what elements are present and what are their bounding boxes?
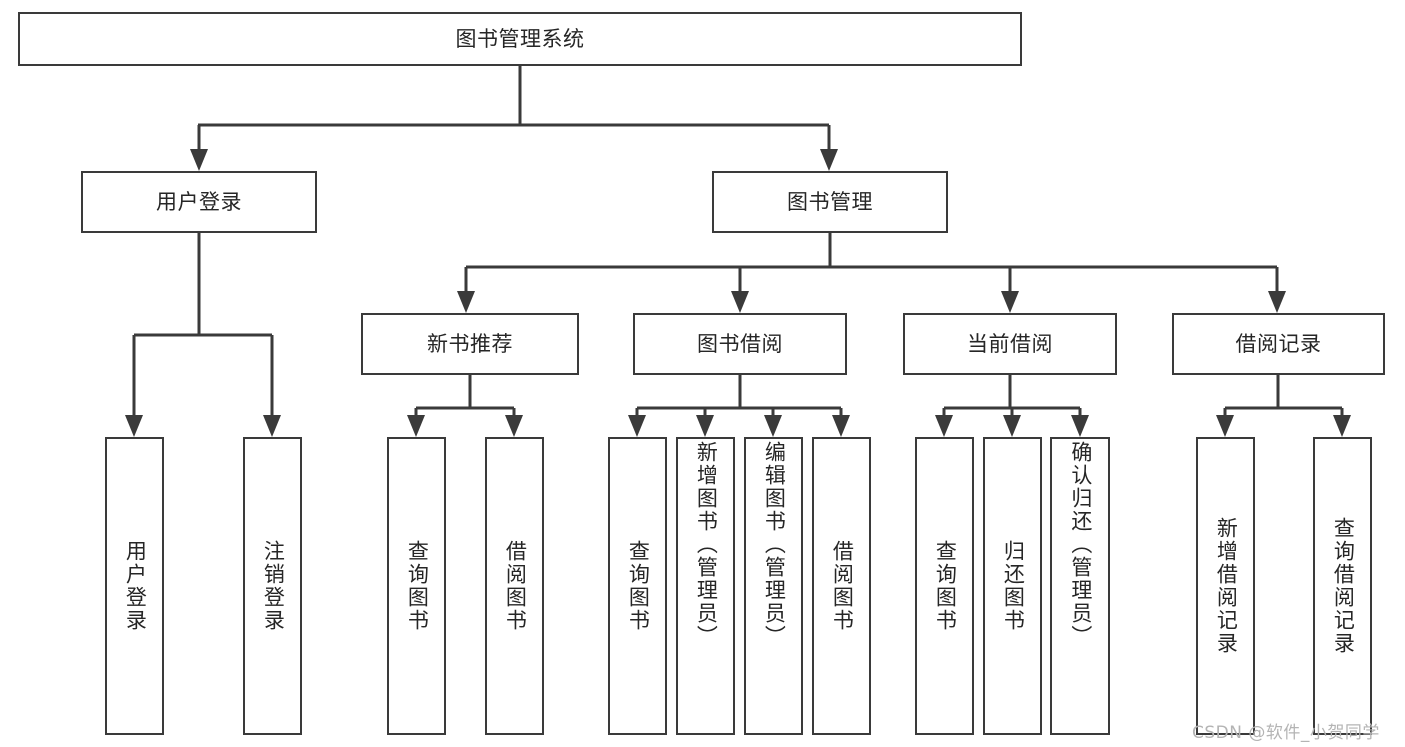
node-label: 查询借阅记录	[1331, 517, 1356, 655]
node-book-manage[interactable]: 图书管理	[712, 171, 948, 233]
arrowhead-17	[1216, 415, 1234, 437]
node-label: 编辑图书（管理员）	[762, 441, 787, 648]
arrowhead-10	[628, 415, 646, 437]
node-leaf-edit-book[interactable]: 编辑图书（管理员）	[744, 437, 803, 735]
node-label: 归还图书	[1001, 540, 1026, 632]
node-leaf-query-3[interactable]: 查询图书	[915, 437, 974, 735]
node-leaf-return[interactable]: 归还图书	[983, 437, 1042, 735]
arrowhead-12	[764, 415, 782, 437]
arrowhead-8	[407, 415, 425, 437]
node-label: 图书借阅	[697, 331, 783, 356]
node-leaf-borrow-2[interactable]: 借阅图书	[812, 437, 871, 735]
csdn-watermark: CSDN @软件_小贺同学	[1192, 723, 1380, 743]
node-user-login[interactable]: 用户登录	[81, 171, 317, 233]
arrowhead-6	[125, 415, 143, 437]
node-label: 新增借阅记录	[1214, 517, 1239, 655]
arrowhead-18	[1333, 415, 1351, 437]
arrowhead-3	[731, 291, 749, 313]
node-leaf-user-login[interactable]: 用户登录	[105, 437, 164, 735]
node-label: 当前借阅	[967, 331, 1053, 356]
arrowhead-4	[1001, 291, 1019, 313]
node-leaf-add-book[interactable]: 新增图书（管理员）	[676, 437, 735, 735]
node-label: 用户登录	[156, 189, 242, 214]
arrowhead-9	[505, 415, 523, 437]
node-leaf-confirm[interactable]: 确认归还（管理员）	[1050, 437, 1110, 735]
arrowhead-2	[457, 291, 475, 313]
node-label: 新书推荐	[427, 331, 513, 356]
node-label: 查询图书	[933, 540, 958, 632]
node-label: 借阅图书	[830, 540, 855, 632]
arrowhead-16	[1071, 415, 1089, 437]
node-label: 查询图书	[626, 540, 651, 632]
node-borrow-record[interactable]: 借阅记录	[1172, 313, 1385, 375]
node-leaf-logout[interactable]: 注销登录	[243, 437, 302, 735]
node-book-borrow[interactable]: 图书借阅	[633, 313, 847, 375]
node-label: 图书管理系统	[455, 26, 585, 51]
node-leaf-query-1[interactable]: 查询图书	[387, 437, 446, 735]
arrowhead-13	[832, 415, 850, 437]
node-label: 借阅图书	[503, 540, 528, 632]
node-label: 借阅记录	[1235, 331, 1322, 356]
node-current-borrow[interactable]: 当前借阅	[903, 313, 1117, 375]
node-label: 用户登录	[123, 540, 148, 632]
node-leaf-add-rec[interactable]: 新增借阅记录	[1196, 437, 1255, 735]
node-label: 注销登录	[261, 540, 286, 632]
node-new-book-rec[interactable]: 新书推荐	[361, 313, 579, 375]
arrowhead-0	[190, 149, 208, 171]
arrowhead-11	[696, 415, 714, 437]
arrowhead-1	[820, 149, 838, 171]
node-leaf-query-rec[interactable]: 查询借阅记录	[1313, 437, 1372, 735]
node-label: 查询图书	[405, 540, 430, 632]
arrowhead-5	[1268, 291, 1286, 313]
arrowhead-7	[263, 415, 281, 437]
node-leaf-query-2[interactable]: 查询图书	[608, 437, 667, 735]
node-label: 图书管理	[787, 189, 873, 214]
arrowhead-15	[1003, 415, 1021, 437]
node-label: 确认归还（管理员）	[1068, 441, 1093, 648]
node-root[interactable]: 图书管理系统	[18, 12, 1022, 66]
node-leaf-borrow-1[interactable]: 借阅图书	[485, 437, 544, 735]
node-label: 新增图书（管理员）	[694, 441, 719, 648]
arrowhead-14	[935, 415, 953, 437]
